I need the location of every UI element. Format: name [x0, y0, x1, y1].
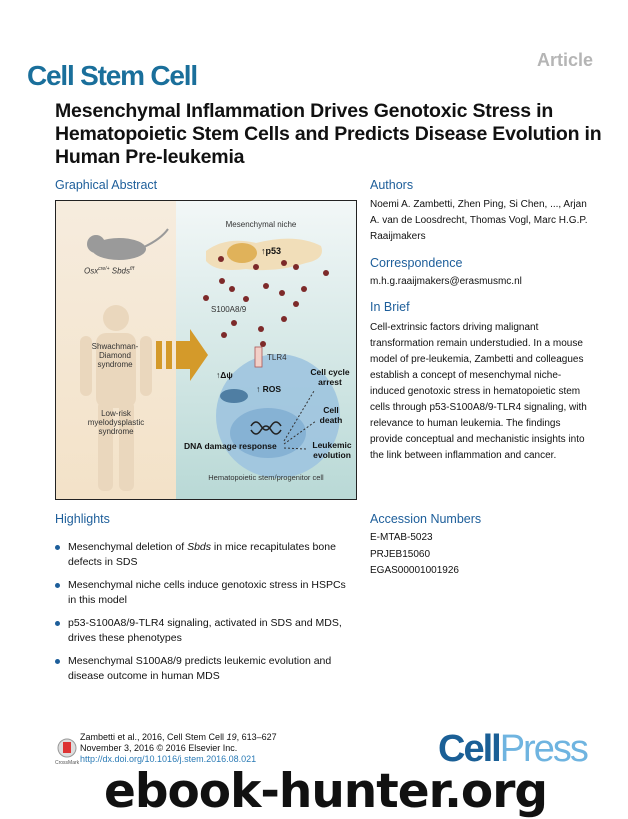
- correspondence-email[interactable]: m.h.g.raaijmakers@erasmusmc.nl: [370, 276, 522, 287]
- highlight-item: Mesenchymal deletion of Sbds in mice rec…: [55, 540, 355, 570]
- graphical-abstract-heading: Graphical Abstract: [55, 178, 158, 192]
- death-label: Cell death: [319, 405, 343, 425]
- accession-item: PRJEB15060: [370, 549, 431, 560]
- mds-label: Low-risk myelodysplastic syndrome: [87, 409, 145, 436]
- watermark: ebook-hunter.org: [104, 764, 548, 819]
- paper-title: Mesenchymal Inflammation Drives Genotoxi…: [55, 100, 602, 168]
- correspondence-heading: Correspondence: [370, 256, 463, 270]
- s100-label: S100A8/9: [211, 305, 247, 314]
- in-brief-heading: In Brief: [370, 300, 410, 314]
- accession-item: E-MTAB-5023: [370, 532, 433, 543]
- article-type: Article: [537, 50, 594, 70]
- accession-item: EGAS00001001926: [370, 565, 459, 576]
- s100a8-9-dots: [203, 256, 329, 347]
- dpsi-label: ↑Δψ: [216, 370, 233, 380]
- mouse-icon: [87, 228, 169, 260]
- citation-footer: Zambetti et al., 2016, Cell Stem Cell 19…: [80, 732, 277, 764]
- mouse-genotype-label: Osxcre/+ Sbdsf/f: [84, 266, 135, 276]
- dna-icon: [250, 421, 282, 435]
- highlight-item: Mesenchymal S100A8/9 predicts leukemic e…: [55, 654, 355, 684]
- hspc-label: Hematopoietic stem/progenitor cell: [208, 473, 324, 482]
- authors-list: Noemi A. Zambetti, Zhen Ping, Si Chen, .…: [370, 199, 588, 242]
- in-brief-text: Cell-extrinsic factors driving malignant…: [370, 322, 587, 461]
- sds-label: Shwachman-Diamond syndrome: [91, 342, 139, 369]
- niche-label: Mesenchymal niche: [225, 220, 297, 229]
- highlights-list: Mesenchymal deletion of Sbds in mice rec…: [55, 540, 355, 684]
- leukemic-label: Leukemic evolution: [312, 440, 352, 460]
- crossmark-logo[interactable]: [57, 738, 77, 763]
- highlight-item: p53-S100A8/9-TLR4 signaling, activated i…: [55, 616, 355, 646]
- dna-label: DNA damage response: [184, 441, 277, 451]
- accession-heading: Accession Numbers: [370, 512, 482, 526]
- p53-label: ↑p53: [261, 246, 282, 256]
- journal-logo: Cell Stem Cell: [27, 60, 198, 91]
- graphical-abstract: Mesenchymal niche ↑p53 Osxcre/+ Sbdsf/f …: [55, 200, 357, 500]
- authors-heading: Authors: [370, 178, 414, 192]
- tlr4-label: TLR4: [267, 353, 287, 362]
- cellpress-logo: CellPress: [438, 728, 589, 770]
- highlight-item: Mesenchymal niche cells induce genotoxic…: [55, 578, 355, 608]
- doi-link[interactable]: http://dx.doi.org/10.1016/j.stem.2016.08…: [80, 754, 257, 764]
- human-silhouette-icon: [80, 305, 152, 491]
- highlights-heading: Highlights: [55, 512, 110, 526]
- arrow-icon: [156, 329, 208, 381]
- ros-label: ↑ ROS: [256, 384, 282, 394]
- crossmark-text: CrossMark: [55, 760, 80, 766]
- arrest-label: Cell cycle arrest: [310, 367, 350, 387]
